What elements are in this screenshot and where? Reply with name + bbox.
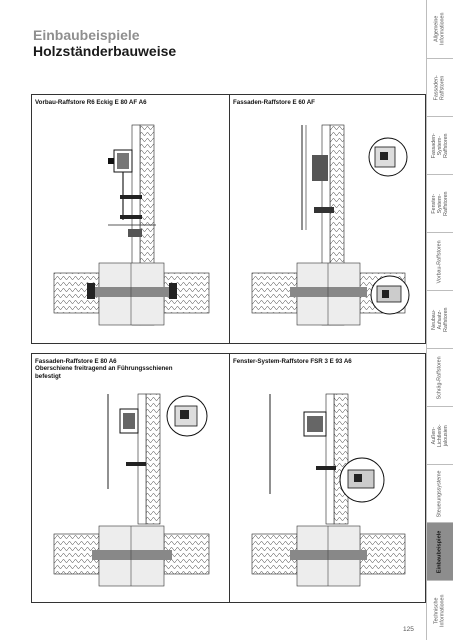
section-tab-steuerungssysteme[interactable]: Steuerungssysteme: [427, 464, 453, 522]
section-tab-label: Neubau-Aufsatz- Raffstoren: [430, 307, 449, 332]
page-title-line2: Holzständerbauweise: [33, 43, 177, 59]
panel-label-4: Fenster-System-Raffstore FSR 3 E 93 A6: [233, 358, 352, 365]
section-tab-technische-informationen[interactable]: Technische Informationen: [427, 580, 453, 640]
drawing-panel-2: Fassaden-Raffstore E 60 AF: [229, 94, 426, 344]
section-tab-label: Fassaden- Raffstoren: [433, 74, 446, 101]
panel-label-3: Fassaden-Raffstore E 80 A6 Oberschiene f…: [35, 358, 173, 380]
panel-label-2: Fassaden-Raffstore E 60 AF: [233, 99, 315, 106]
section-tab-label: Steuerungssysteme: [436, 470, 443, 517]
section-tab-label: Fenster-System- Raffstoren: [430, 191, 449, 216]
section-tab-fassaden-system-raffstoren[interactable]: Fassaden-System- Raffstoren: [427, 116, 453, 174]
section-tab-neubau-aufsatz-raffstoren[interactable]: Neubau-Aufsatz- Raffstoren: [427, 290, 453, 348]
section-tab-fassaden-raffstoren[interactable]: Fassaden- Raffstoren: [427, 58, 453, 116]
section-tab-label: Vorbau-Raffstoren: [436, 240, 443, 283]
section-tab-label: Außen-Lichtlenk- jalousien: [430, 424, 449, 447]
technical-drawing-3: [53, 393, 210, 587]
section-tab-aussen-lichtlenkjalousien[interactable]: Außen-Lichtlenk- jalousien: [427, 406, 453, 464]
drawing-panel-3: Fassaden-Raffstore E 80 A6 Oberschiene f…: [31, 353, 230, 603]
page-number: 125: [403, 626, 414, 633]
page-title-line1: Einbaubeispiele: [33, 27, 140, 43]
section-tab-fenster-system-raffstoren[interactable]: Fenster-System- Raffstoren: [427, 174, 453, 232]
drawing-panel-4: Fenster-System-Raffstore FSR 3 E 93 A6: [229, 353, 426, 603]
section-tab-label: Allgemeine Informationen: [433, 12, 446, 46]
section-tab-label: Fassaden-System- Raffstoren: [430, 132, 449, 159]
technical-drawing-2: [251, 124, 410, 326]
section-tab-vorbau-raffstoren[interactable]: Vorbau-Raffstoren: [427, 232, 453, 290]
section-tab-schraeg-raffstoren[interactable]: Schräg-Raffstoren: [427, 348, 453, 406]
section-tab-allgemeine-informationen[interactable]: Allgemeine Informationen: [427, 0, 453, 58]
section-tab-einbaubeispiele[interactable]: Einbaubeispiele: [427, 522, 453, 580]
section-tab-label: Einbaubeispiele: [436, 530, 443, 573]
section-nav-rail: Allgemeine Informationen Fassaden- Raffs…: [426, 0, 453, 640]
technical-drawing-4: [251, 393, 406, 587]
section-tab-label: Technische Informationen: [433, 594, 446, 627]
section-tab-label: Schräg-Raffstoren: [436, 356, 443, 399]
drawing-panel-1: Vorbau-Raffstore R6 Eckig E 80 AF A6: [31, 94, 230, 344]
technical-drawing-1: [53, 124, 210, 326]
panel-label-1: Vorbau-Raffstore R6 Eckig E 80 AF A6: [35, 99, 147, 106]
